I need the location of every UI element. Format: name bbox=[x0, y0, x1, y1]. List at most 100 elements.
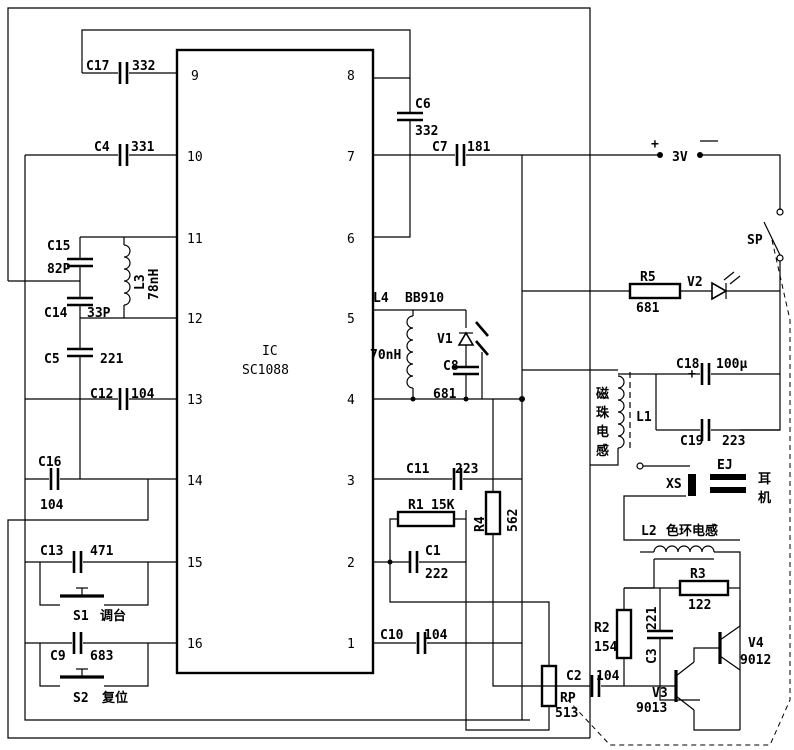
outer-wires bbox=[7, 7, 591, 738]
c11-name: C11 bbox=[406, 462, 430, 477]
rp-value: 513 bbox=[555, 706, 578, 721]
ej-name: EJ bbox=[717, 458, 733, 473]
c16-capacitor bbox=[7, 468, 590, 739]
c13-value: 471 bbox=[90, 544, 114, 559]
c2-name: C2 bbox=[566, 669, 582, 684]
pin-16: 16 bbox=[187, 637, 203, 652]
c14-name: C14 bbox=[44, 306, 68, 321]
c5-capacitor bbox=[67, 318, 93, 479]
r4-resistor bbox=[484, 399, 556, 687]
l1-desc-4: 感 bbox=[596, 443, 609, 459]
c17-name: C17 bbox=[86, 59, 109, 74]
v2-name: V2 bbox=[687, 275, 703, 290]
r5-v2-branch bbox=[522, 271, 780, 301]
ej-desc2: 机 bbox=[758, 490, 771, 506]
pin-9: 9 bbox=[191, 69, 199, 84]
v3-value: 9013 bbox=[636, 701, 667, 716]
pin-11: 11 bbox=[187, 232, 203, 247]
c17-value: 332 bbox=[132, 59, 155, 74]
r4-value: 562 bbox=[506, 509, 521, 532]
c5-value: 221 bbox=[100, 352, 124, 367]
c1-name: C1 bbox=[425, 544, 441, 559]
c16-value: 104 bbox=[40, 498, 64, 513]
c7-value: 181 bbox=[467, 140, 491, 155]
bb910-value: BB910 bbox=[405, 291, 444, 306]
xs-name: XS bbox=[666, 477, 682, 492]
c4-name: C4 bbox=[94, 140, 110, 155]
battery-voltage: 3V bbox=[672, 150, 688, 165]
l2-desc: 色环电感 bbox=[666, 523, 718, 539]
c11-capacitor bbox=[373, 468, 522, 490]
c14-value: 33P bbox=[87, 306, 111, 321]
c6-name: C6 bbox=[415, 97, 431, 112]
v4-value: 9012 bbox=[740, 653, 771, 668]
c12-value: 104 bbox=[131, 387, 155, 402]
r5-value: 681 bbox=[636, 301, 660, 316]
c10-name: C10 bbox=[380, 628, 404, 643]
power-filter bbox=[522, 363, 780, 466]
c3-value: 221 bbox=[645, 606, 660, 630]
pin-6: 6 bbox=[347, 232, 355, 247]
earphone-jack bbox=[623, 462, 746, 541]
ej-desc: 耳 bbox=[758, 472, 771, 487]
pin-7: 7 bbox=[347, 150, 355, 165]
pin-4: 4 bbox=[347, 393, 355, 408]
s1-label: 调台 bbox=[100, 608, 126, 624]
c12-capacitor bbox=[25, 388, 177, 410]
rp-name: RP bbox=[560, 691, 576, 706]
c15-value: 82P bbox=[47, 262, 71, 277]
r3-name: R3 bbox=[690, 567, 706, 582]
r1-name: R1 bbox=[408, 498, 424, 513]
r4-name: R4 bbox=[473, 516, 488, 532]
l3-value: 78nH bbox=[147, 269, 162, 300]
c11-value: 223 bbox=[455, 462, 478, 477]
c9-name: C9 bbox=[50, 649, 66, 664]
r2-name: R2 bbox=[594, 621, 610, 636]
l1-desc-3: 电 bbox=[596, 424, 609, 440]
pin-15: 15 bbox=[187, 556, 203, 571]
c16-name: C16 bbox=[38, 455, 62, 470]
c9-s2-group bbox=[25, 632, 177, 687]
c6-capacitor bbox=[373, 77, 423, 238]
c4-value: 331 bbox=[131, 140, 155, 155]
v3-name: V3 bbox=[652, 686, 668, 701]
c15-name: C15 bbox=[47, 239, 70, 254]
c10-value: 104 bbox=[424, 628, 448, 643]
r1-value: 15K bbox=[431, 498, 455, 513]
ic-part-number: SC1088 bbox=[242, 363, 289, 378]
c10-capacitor bbox=[373, 632, 522, 654]
v4-name: V4 bbox=[748, 636, 764, 651]
r3-value: 122 bbox=[688, 598, 711, 613]
c17-capacitor bbox=[81, 29, 411, 84]
c2-value: 104 bbox=[596, 669, 620, 684]
sp-name: SP bbox=[747, 233, 763, 248]
l4-name: L4 bbox=[373, 291, 389, 306]
c18-plus: + bbox=[688, 367, 696, 382]
c13-s1-group bbox=[25, 551, 177, 606]
c7-name: C7 bbox=[432, 140, 448, 155]
pin-8: 8 bbox=[347, 69, 355, 84]
battery bbox=[657, 140, 781, 210]
s1-name: S1 bbox=[73, 609, 89, 624]
pin-1: 1 bbox=[347, 637, 355, 652]
c4-capacitor bbox=[25, 144, 177, 166]
pin-10: 10 bbox=[187, 150, 203, 165]
c13-name: C13 bbox=[40, 544, 63, 559]
c19-value: 223 bbox=[722, 434, 745, 449]
l1-desc-1: 磁 bbox=[596, 386, 609, 402]
r1-c1-group bbox=[373, 510, 466, 573]
c12-name: C12 bbox=[90, 387, 113, 402]
l1-desc-2: 珠 bbox=[596, 405, 610, 421]
c18-name: C18 bbox=[676, 357, 700, 372]
c8-value: 681 bbox=[433, 387, 457, 402]
l3-name: L3 bbox=[133, 274, 148, 290]
c18-value: 100μ bbox=[716, 357, 747, 372]
c6-value: 332 bbox=[415, 124, 438, 139]
ic-body bbox=[175, 48, 375, 675]
c9-value: 683 bbox=[90, 649, 113, 664]
battery-plus: + bbox=[651, 137, 659, 152]
ic-label: IC bbox=[262, 344, 278, 359]
c1-value: 222 bbox=[425, 567, 448, 582]
l4-value: 70nH bbox=[370, 348, 401, 363]
